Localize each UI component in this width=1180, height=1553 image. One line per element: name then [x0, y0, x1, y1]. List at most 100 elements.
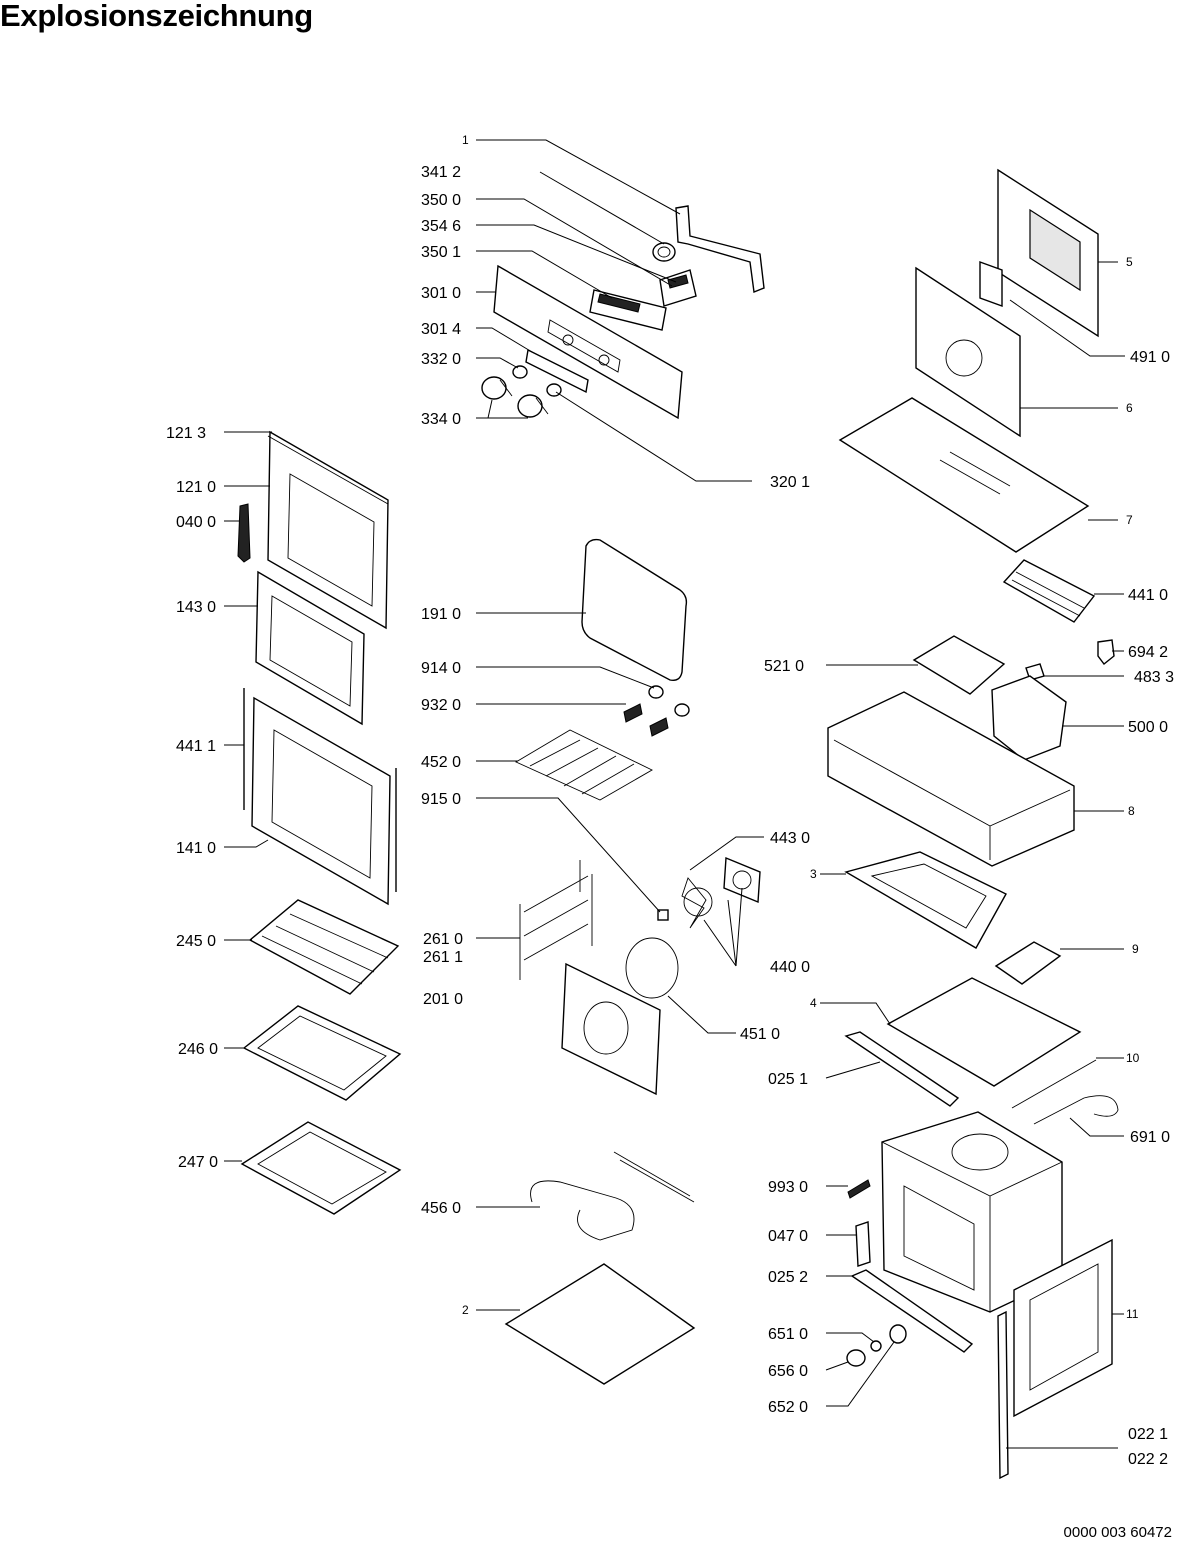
label-0251: 025 1	[768, 1071, 808, 1088]
part-bottom-element-bracket	[613, 1151, 695, 1203]
label-4430: 443 0	[770, 830, 810, 847]
part-side-panel-11	[1013, 1238, 1113, 1418]
part-oven-cavity-front	[903, 1185, 975, 1291]
label-4400: 440 0	[770, 959, 810, 976]
part-fan-wheel-ring	[683, 887, 713, 917]
part-back-wall-6	[915, 266, 1021, 438]
label-4510: 451 0	[740, 1026, 780, 1043]
part-control-panel-hole-2	[598, 354, 610, 366]
part-tray-2460-inner	[257, 1015, 387, 1091]
label-3320: 332 0	[421, 351, 461, 368]
part-screw-9930	[847, 1179, 871, 1199]
part-9	[994, 941, 1062, 985]
label-1: 1	[462, 133, 469, 147]
part-back-wall-6-opening	[945, 339, 983, 377]
part-tray-2470	[240, 1121, 402, 1215]
part-labels: 1 341 2 350 0 354 6 350 1 301 0 301 4 33…	[166, 133, 1174, 1468]
label-5: 5	[1126, 255, 1133, 269]
part-control-panel-hole-1	[562, 334, 574, 346]
part-fan-wheel-4400	[681, 877, 707, 929]
part-strip-3014	[525, 348, 589, 394]
label-4520: 452 0	[421, 754, 461, 771]
page-title: Explosionszeichnung	[0, 0, 313, 33]
label-9320: 932 0	[421, 697, 461, 714]
internals-group	[504, 538, 761, 1385]
label-0252: 025 2	[768, 1269, 808, 1286]
part-top-cover-7	[838, 397, 1090, 553]
part-knob-shafts	[499, 379, 549, 415]
part-521-0	[912, 635, 1006, 695]
label-4411: 441 1	[176, 738, 216, 755]
part-bearing-3320	[512, 365, 528, 379]
part-top-cover-vents	[939, 451, 1011, 495]
label-2450: 245 0	[176, 933, 216, 950]
part-lamp-9140	[648, 685, 664, 699]
label-3546: 354 6	[421, 218, 461, 235]
part-fan-housing-4910	[979, 261, 1003, 307]
part-inner-door-1210	[267, 430, 389, 630]
part-knob-3340-b	[517, 394, 543, 418]
label-1210: 121 0	[176, 479, 216, 496]
part-glass-frame-1430	[255, 570, 365, 726]
label-4560: 456 0	[421, 1200, 461, 1217]
label-3501: 350 1	[421, 244, 461, 261]
label-0222: 022 2	[1128, 1451, 1168, 1468]
label-8: 8	[1128, 804, 1135, 818]
part-grill-element-4520	[515, 729, 653, 801]
label-3010: 301 0	[421, 285, 461, 302]
label-2611: 261 1	[423, 949, 463, 966]
label-9: 9	[1132, 942, 1139, 956]
part-knob-3340-a	[481, 376, 507, 400]
part-glass-frame-inner	[269, 595, 353, 707]
part-fan-motor-4430	[723, 856, 761, 904]
label-5000: 500 0	[1128, 719, 1168, 736]
part-ring-element-4510	[625, 937, 679, 999]
label-6510: 651 0	[768, 1326, 808, 1343]
part-tray-2470-inner	[257, 1131, 387, 1205]
label-2460: 246 0	[178, 1041, 218, 1058]
part-control-panel-window	[547, 319, 621, 373]
label-3: 3	[810, 867, 817, 881]
leader-lines	[224, 139, 1125, 1449]
part-tangential-fan-4410	[1002, 559, 1096, 623]
part-back-cover-vent	[1029, 208, 1081, 292]
part-grid-shelf-wires	[261, 913, 389, 985]
part-side-panel-11-inner	[1029, 1263, 1099, 1391]
part-upper-frame-3-inner	[870, 863, 987, 929]
part-spring-9320-a	[623, 703, 643, 723]
part-rail-0252	[850, 1269, 974, 1353]
part-probe-6910	[1033, 1095, 1119, 1125]
document-number: 0000 003 60472	[1063, 1524, 1172, 1541]
label-4410: 441 0	[1128, 587, 1168, 604]
label-10: 10	[1126, 1051, 1140, 1065]
label-0400: 040 0	[176, 514, 216, 531]
part-500-0	[991, 675, 1067, 761]
label-1430: 143 0	[176, 599, 216, 616]
label-4: 4	[810, 996, 817, 1010]
control-panel-group	[481, 205, 765, 420]
part-652-0	[889, 1324, 907, 1344]
label-6: 6	[1126, 401, 1133, 415]
part-upper-frame-3	[844, 851, 1007, 949]
part-651-0	[870, 1340, 882, 1352]
label-6520: 652 0	[768, 1399, 808, 1416]
label-9140: 914 0	[421, 660, 461, 677]
part-back-wall-2010	[561, 962, 661, 1096]
part-ring-3412-inner	[657, 246, 671, 258]
label-3412: 341 2	[421, 164, 461, 181]
label-11: 11	[1126, 1307, 1139, 1321]
part-spring-9320-b	[649, 717, 669, 737]
part-plate-4	[886, 977, 1082, 1087]
part-strip-0221	[997, 1310, 1009, 1480]
part-grill-element-loops	[529, 739, 635, 795]
part-wire-10	[1011, 1059, 1097, 1109]
part-ring-3412	[652, 242, 676, 262]
label-7: 7	[1126, 513, 1133, 527]
label-3340: 334 0	[421, 411, 461, 428]
part-control-base-edges	[833, 739, 1071, 860]
label-2610: 261 0	[423, 931, 463, 948]
label-3014: 301 4	[421, 321, 461, 338]
label-6910: 691 0	[1130, 1129, 1170, 1146]
label-1213: 121 3	[166, 425, 206, 442]
